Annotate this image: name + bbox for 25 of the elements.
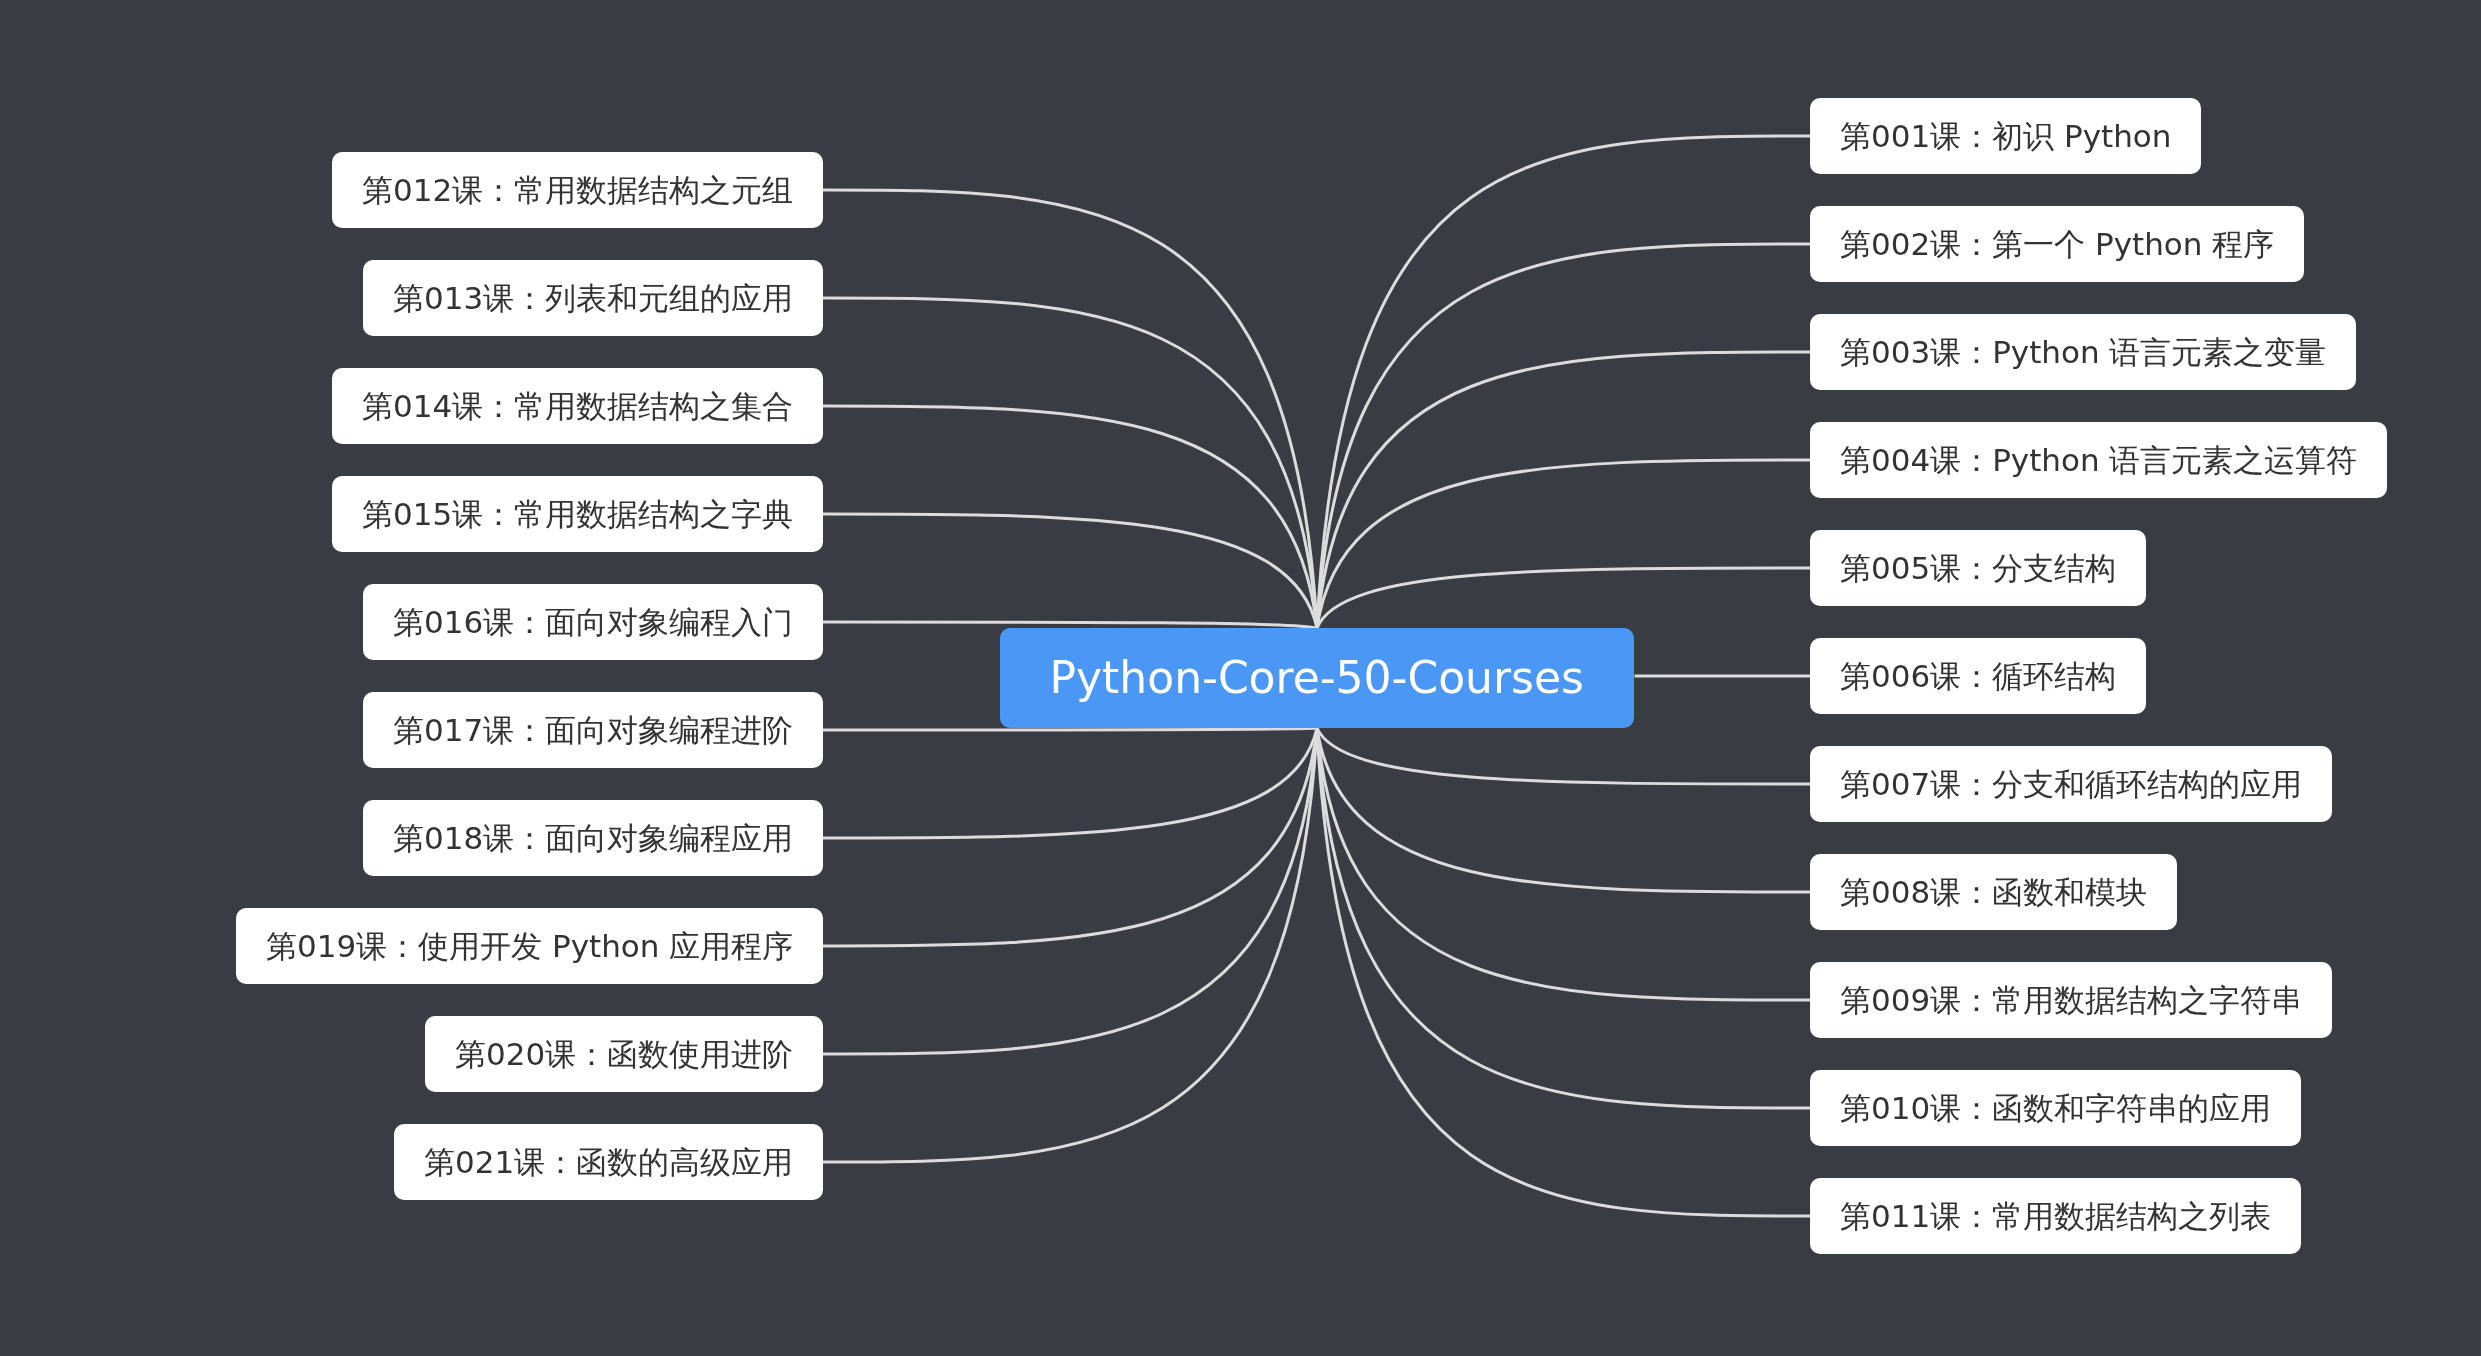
- connector-line: [1634, 674, 1810, 678]
- course-box: 第021课：函数的高级应用: [394, 1124, 824, 1200]
- course-box: 第009课：常用数据结构之字符串: [1810, 962, 2333, 1038]
- course-box: 第006课：循环结构: [1810, 638, 2147, 714]
- course-box: 第013课：列表和元组的应用: [363, 260, 824, 336]
- course-box: 第014课：常用数据结构之集合: [332, 368, 824, 444]
- course-box: 第018课：面向对象编程应用: [363, 800, 824, 876]
- course-box: 第010课：函数和字符串的应用: [1810, 1070, 2302, 1146]
- course-box: 第011课：常用数据结构之列表: [1810, 1178, 2302, 1254]
- topic-box: Python-Core-50-Courses: [999, 628, 1634, 728]
- course-box: 第017课：面向对象编程进阶: [363, 692, 824, 768]
- course-box: 第003课：Python 语言元素之变量: [1810, 314, 2357, 390]
- course-box: 第005课：分支结构: [1810, 530, 2147, 606]
- course-box: 第007课：分支和循环结构的应用: [1810, 746, 2333, 822]
- course-box: 第020课：函数使用进阶: [425, 1016, 824, 1092]
- connector-line: [823, 726, 1318, 732]
- course-box: 第016课：面向对象编程入门: [363, 584, 824, 660]
- course-box: 第015课：常用数据结构之字典: [332, 476, 824, 552]
- course-box: 第012课：常用数据结构之元组: [332, 152, 824, 228]
- course-box: 第008课：函数和模块: [1810, 854, 2178, 930]
- course-box: 第002课：第一个 Python 程序: [1810, 206, 2305, 282]
- connector-line: [823, 620, 1318, 630]
- course-box: 第019课：使用开发 Python 应用程序: [236, 908, 824, 984]
- course-box: 第001课：初识 Python: [1810, 98, 2202, 174]
- course-box: 第004课：Python 语言元素之运算符: [1810, 422, 2388, 498]
